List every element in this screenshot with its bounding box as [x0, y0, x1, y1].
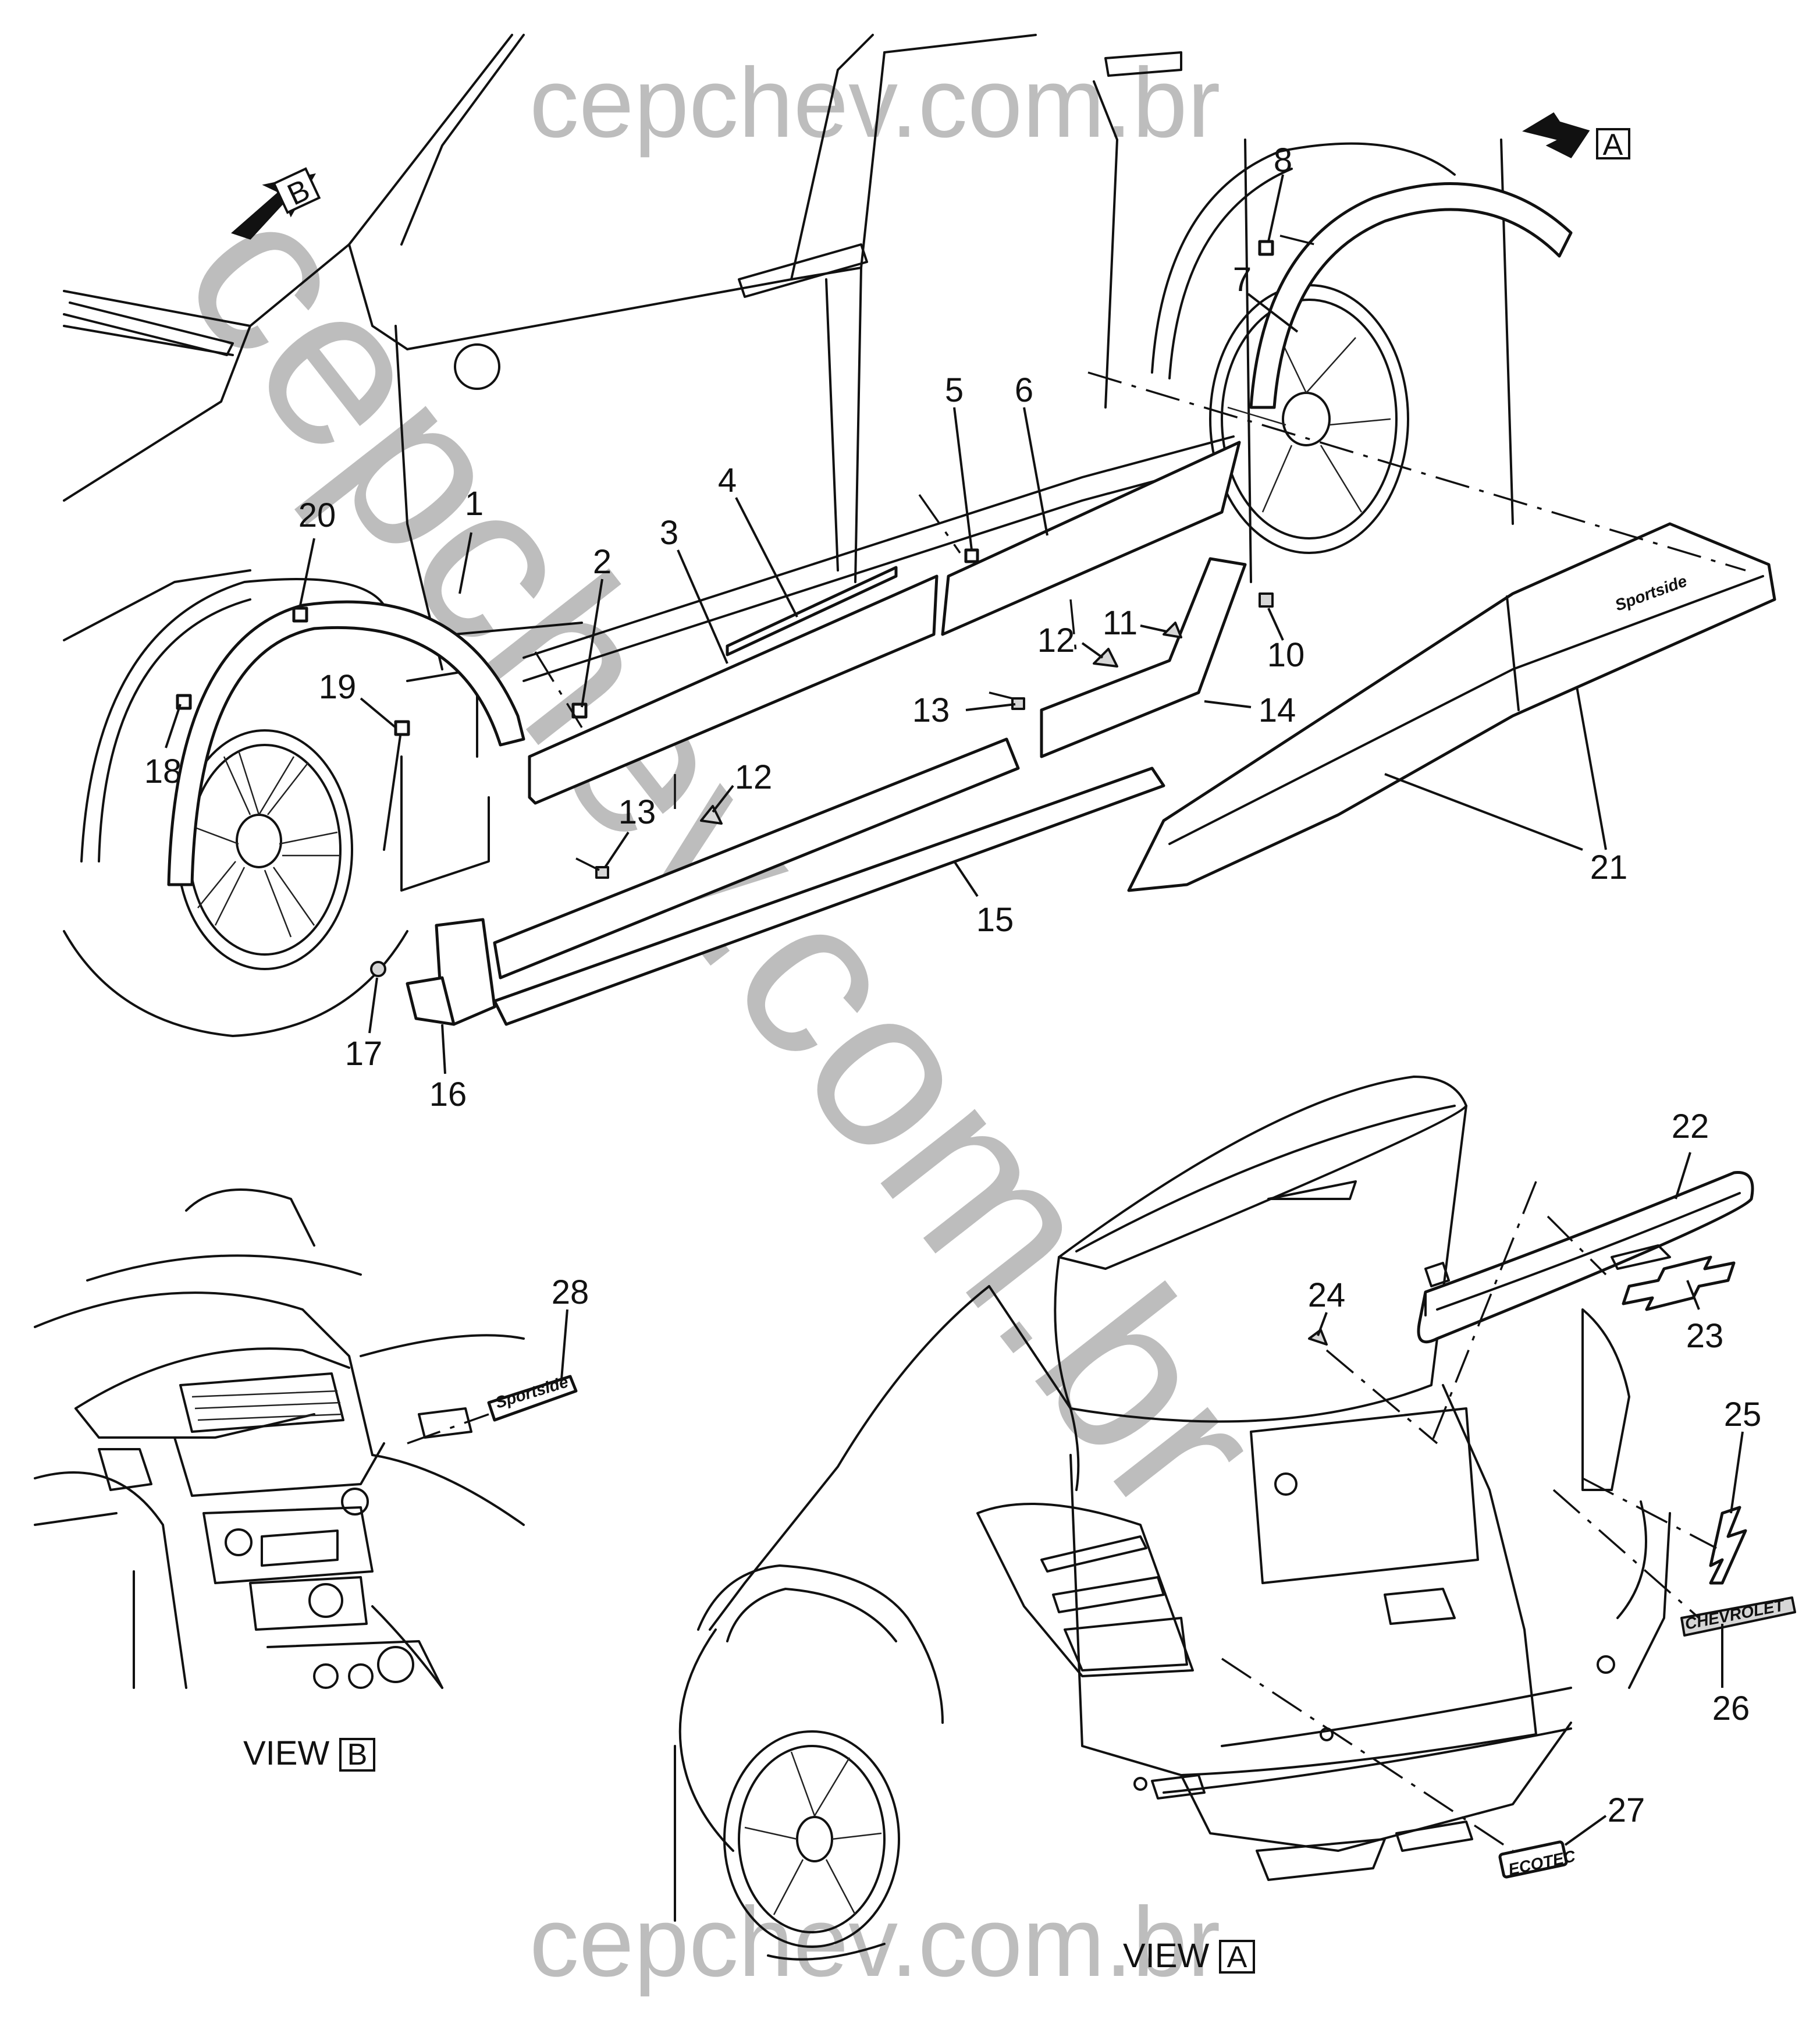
part-7-rear-wheel-opening-molding — [1249, 182, 1573, 409]
callout-23: 23 — [1686, 1317, 1724, 1355]
view-a-vehicle-rear — [678, 1076, 1671, 1881]
callout-12-upper: 12 — [1037, 622, 1075, 659]
part-5-clip — [964, 548, 979, 563]
callout-15: 15 — [976, 901, 1014, 939]
part-24-clip — [1308, 1329, 1328, 1346]
callout-22: 22 — [1672, 1108, 1709, 1145]
part-25-emblem — [1709, 1506, 1747, 1585]
part-23-bowtie-emblem — [1622, 1255, 1736, 1311]
callout-16: 16 — [429, 1076, 467, 1113]
part-20-clip — [292, 606, 308, 623]
callout-4: 4 — [718, 462, 737, 499]
callout-12-lower: 12 — [735, 758, 773, 796]
part-12-clip-upper — [1093, 648, 1118, 668]
rear-wheelhouse-liner — [1151, 142, 1456, 374]
part-4-front-door-strip — [726, 566, 898, 656]
view-b-text: VIEW — [243, 1734, 329, 1772]
part-19-clip — [394, 720, 410, 736]
part-8-clip — [1258, 240, 1274, 256]
view-b-letter: B — [347, 1738, 368, 1772]
callout-25: 25 — [1724, 1396, 1762, 1433]
callout-6: 6 — [1015, 371, 1033, 409]
part-27-engine-badge: ECOTEC — [1498, 1840, 1577, 1879]
part-26-nameplate-text: CHEVROLET — [1683, 1596, 1787, 1633]
view-a-arrow: A — [1522, 112, 1630, 162]
part-28-instrument-panel-emblem — [487, 1375, 578, 1422]
callout-2: 2 — [593, 543, 612, 581]
callout-5: 5 — [945, 371, 964, 409]
part-2-clip — [571, 702, 588, 719]
part-21-side-decal — [1127, 522, 1776, 892]
rear-wheel — [1209, 284, 1409, 554]
part-17-push-pin — [370, 961, 386, 977]
part-11-clip — [1163, 622, 1182, 638]
part-6-rear-door-molding — [941, 441, 1241, 636]
part-14-rear-rocker-extension — [1040, 557, 1247, 758]
watermark-bottom: cepchev.com.br — [529, 1887, 1220, 1997]
view-b-label: VIEW B — [243, 1734, 375, 1772]
part-15-rocker-lower — [493, 766, 1165, 1026]
callout-8: 8 — [1274, 141, 1292, 179]
callout-1: 1 — [465, 485, 484, 523]
view-a-text: VIEW — [1123, 1937, 1209, 1975]
callout-14: 14 — [1259, 691, 1296, 729]
part-22-liftgate-applique — [1417, 1171, 1754, 1344]
part-15-rocker-panel — [493, 737, 1020, 980]
callout-21: 21 — [1590, 849, 1628, 886]
view-a-callouts: 22 23 24 25 26 27 — [1308, 1108, 1762, 1846]
front-wheelhouse-liner — [80, 578, 385, 863]
callout-3: 3 — [660, 514, 678, 552]
callout-27: 27 — [1608, 1791, 1645, 1829]
part-12-clip-lower — [700, 805, 723, 825]
callout-13-upper: 13 — [912, 691, 950, 729]
view-a-arrow-letter: A — [1603, 128, 1623, 162]
view-a-rear-wheel — [723, 1730, 900, 1948]
view-a-label: VIEW A — [1123, 1937, 1255, 1975]
view-b-arrow: B — [231, 167, 321, 240]
callout-17: 17 — [345, 1035, 383, 1073]
callout-28: 28 — [552, 1273, 589, 1311]
callout-13-lower: 13 — [618, 793, 656, 831]
side-callouts: 1 2 3 4 5 6 7 8 10 11 12 12 13 13 14 15 … — [144, 141, 1628, 1113]
callout-20: 20 — [298, 496, 336, 534]
part-3-front-door-molding — [528, 574, 939, 805]
part-1-front-wheel-opening-molding — [167, 600, 525, 886]
callout-7: 7 — [1233, 261, 1252, 299]
callout-24: 24 — [1308, 1276, 1346, 1314]
callout-19: 19 — [319, 668, 357, 706]
callout-10: 10 — [1267, 636, 1305, 674]
view-a-letter: A — [1227, 1940, 1247, 1974]
view-b-dashboard — [34, 1188, 525, 1689]
part-10-clip — [1259, 592, 1274, 608]
part-26-model-nameplate: CHEVROLET — [1680, 1596, 1796, 1637]
callout-11: 11 — [1103, 604, 1138, 642]
callout-26: 26 — [1712, 1690, 1750, 1727]
callout-18: 18 — [144, 753, 182, 790]
